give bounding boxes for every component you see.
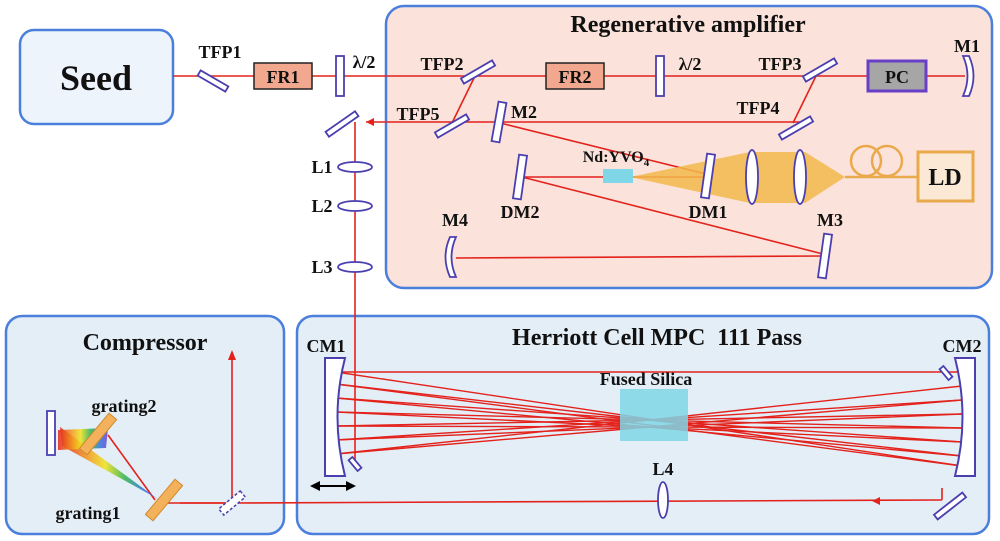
beam-arrow-bottom (872, 497, 880, 505)
tfp3-plate (801, 57, 839, 83)
tfp5-plate (433, 113, 471, 139)
fused-silica-label: Fused Silica (600, 369, 693, 389)
mpc-title: Herriott Cell MPC 111 Pass (512, 325, 802, 351)
fiber-coil-2 (870, 144, 904, 178)
l2-label: L2 (311, 196, 332, 216)
pump-lens-2 (793, 149, 807, 205)
hwp2-label: λ/2 (679, 54, 702, 74)
m3-mirror (816, 232, 834, 280)
m1-label: M1 (954, 36, 980, 56)
tfp5-label: TFP5 (397, 104, 440, 124)
compressor-title: Compressor (83, 330, 208, 356)
dm2-label: DM2 (501, 202, 540, 222)
grating2 (78, 412, 118, 456)
beam-paths (107, 75, 965, 505)
dm1-label: DM1 (689, 202, 728, 222)
l3-lens (337, 261, 373, 273)
regen-panel (384, 4, 994, 290)
nd-yvo4-crystal (603, 169, 633, 183)
pump-lens-1 (745, 149, 759, 205)
beam-arrow-left (366, 118, 374, 126)
tfp4-label: TFP4 (737, 98, 780, 118)
l3-label: L3 (311, 257, 332, 277)
seed-title: Seed (60, 58, 132, 98)
fused-silica-plate (620, 389, 688, 441)
compressor-panel (4, 314, 286, 536)
cm1-mirror (324, 357, 347, 477)
m1-mirror (961, 55, 975, 97)
m4-mirror (444, 236, 458, 278)
tfp1-plate (196, 69, 230, 93)
pc-box (866, 59, 928, 93)
tfp2-plate (459, 59, 497, 85)
tfp4-plate (777, 115, 815, 141)
cm1-pickoff (347, 455, 363, 473)
pc-label: PC (885, 67, 909, 87)
cm2-mirror (953, 357, 976, 477)
dm2-mirror (511, 153, 529, 201)
l4-label: L4 (652, 459, 673, 479)
tfp1-label: TFP1 (199, 42, 242, 62)
grating1 (144, 478, 184, 522)
output-plate (324, 109, 360, 139)
exit-mirror (932, 491, 968, 521)
seed-panel (18, 28, 175, 126)
crystal-label: Nd:YVO4 (583, 149, 650, 169)
pump-beam-cone (630, 152, 845, 203)
cm2-pickoff (938, 364, 954, 382)
ld-label: LD (928, 165, 961, 191)
m4-label: M4 (442, 210, 468, 230)
dm1-mirror (699, 152, 717, 200)
pickoff-mirror-dashed (217, 489, 247, 517)
m2-mirror (490, 100, 508, 144)
hwp1-label: λ/2 (353, 52, 376, 72)
l4-lens (657, 481, 669, 519)
ld-box (916, 150, 975, 203)
regen-title: Regenerative amplifier (570, 12, 806, 38)
fr2-box (545, 62, 605, 90)
tfp3-label: TFP3 (759, 54, 802, 74)
grating2-label: grating2 (92, 396, 157, 416)
beam-arrow-up (228, 350, 236, 360)
fr1-label: FR1 (267, 67, 300, 87)
compressor-end-mirror (46, 410, 56, 456)
l1-lens (337, 161, 373, 173)
fr1-box (253, 62, 313, 90)
hwp2-plate (655, 55, 665, 97)
cm1-label: CM1 (307, 336, 346, 356)
l2-lens (337, 200, 373, 212)
fiber-coil-1 (849, 144, 883, 178)
hwp1-plate (335, 55, 345, 97)
translation-arrow (310, 481, 356, 491)
cm2-label: CM2 (943, 336, 982, 356)
m3-label: M3 (817, 210, 843, 230)
grating1-label: grating1 (56, 503, 121, 523)
m2-label: M2 (511, 102, 537, 122)
tfp2-label: TFP2 (421, 54, 464, 74)
l1-label: L1 (311, 157, 332, 177)
fr2-label: FR2 (559, 67, 592, 87)
